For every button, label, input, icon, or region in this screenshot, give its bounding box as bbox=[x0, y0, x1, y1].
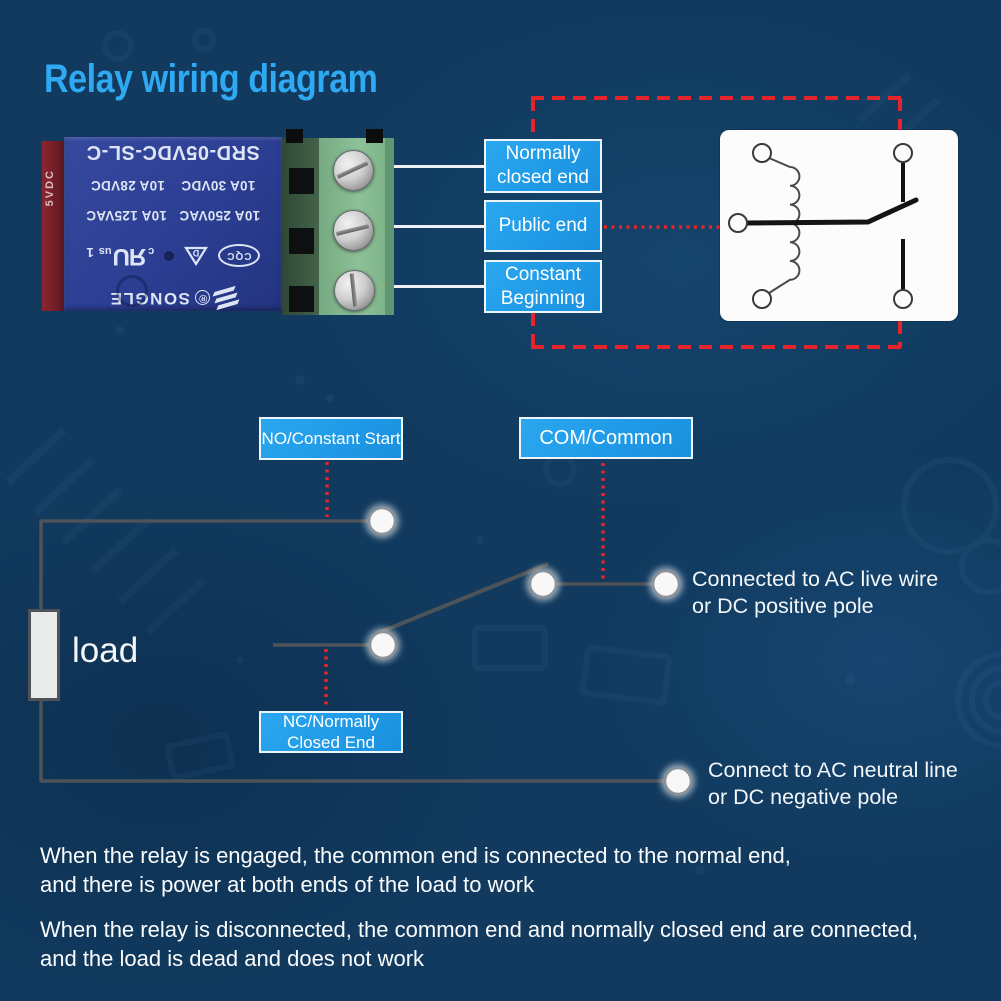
label-no-constant-start: NO/Constant Start bbox=[259, 417, 403, 460]
relay-model: SRD-05VDC-SL-C bbox=[86, 141, 260, 163]
page-title: Relay wiring diagram bbox=[44, 57, 378, 101]
nc-terminal-dot bbox=[368, 630, 398, 660]
label-nc-normally-closed: NC/Normally Closed End bbox=[259, 711, 403, 753]
connector-line-nc bbox=[394, 165, 484, 168]
relay-module: 5VDC ® SONGLE CQC D c bbox=[42, 129, 394, 315]
note-disconnected: When the relay is disconnected, the comm… bbox=[40, 917, 919, 971]
relay-pcb-strip: 5VDC bbox=[42, 141, 64, 311]
relay-cert-marks: CQC D c ЯU us 1 bbox=[86, 239, 260, 273]
live-terminal-dot bbox=[651, 569, 681, 599]
live-wire-annotation: Connected to AC live wire or DC positive… bbox=[692, 567, 939, 618]
pin-slot bbox=[289, 228, 314, 254]
com-pivot-dot bbox=[528, 569, 558, 599]
load-label: load bbox=[72, 631, 139, 670]
schematic-terminal bbox=[893, 289, 913, 309]
label-public-end: Public end bbox=[484, 200, 602, 252]
connector-line-no bbox=[394, 285, 484, 288]
red-dashed-frame bbox=[531, 96, 902, 349]
no-terminal-dot bbox=[367, 506, 397, 536]
relay-print-upside-down: ® SONGLE CQC D c ЯU us 1 bbox=[70, 140, 276, 311]
screw-terminal-com bbox=[333, 210, 374, 251]
switch-arm bbox=[377, 562, 549, 635]
pcb-side-text: 5VDC bbox=[44, 169, 56, 207]
relay-rating-ac: 10A 250VAC 10A 125VAC bbox=[85, 208, 261, 224]
terminal-block-edge bbox=[385, 138, 394, 315]
vde-triangle-icon: D bbox=[184, 246, 209, 266]
schematic-terminal bbox=[893, 143, 913, 163]
songle-stripes-icon bbox=[212, 285, 240, 311]
coil-symbol bbox=[768, 157, 801, 294]
cqc-mark-icon: CQC bbox=[218, 244, 260, 268]
terminal-block-tab bbox=[366, 129, 383, 143]
screw-terminal-no bbox=[334, 270, 375, 311]
relay-punch-mark bbox=[116, 275, 148, 307]
relay-body: ® SONGLE CQC D c ЯU us 1 bbox=[64, 137, 282, 311]
neutral-terminal-dot bbox=[663, 766, 693, 796]
terminal-slot-column bbox=[282, 138, 319, 315]
screw-terminal-nc bbox=[333, 150, 374, 191]
schematic-terminal bbox=[728, 213, 748, 233]
relay-schematic bbox=[728, 143, 919, 309]
connector-line-com bbox=[394, 225, 484, 228]
registered-mark-icon: ® bbox=[194, 290, 210, 306]
relay-schematic-box bbox=[720, 130, 958, 321]
label-com-common: COM/Common bbox=[519, 417, 693, 459]
schematic-terminal bbox=[752, 143, 772, 163]
relay-hole-dot bbox=[164, 250, 175, 261]
svg-text:D: D bbox=[193, 248, 200, 258]
relay-rating-dc: 10A 30VDC 10A 28VDC bbox=[90, 178, 256, 194]
red-dotted-leaders bbox=[324, 225, 722, 708]
load-resistor bbox=[28, 609, 60, 701]
label-constant-beginning: Constant Beginning bbox=[484, 260, 602, 313]
pin-slot bbox=[289, 286, 314, 312]
pin-slot bbox=[289, 168, 314, 194]
ul-mark-icon: c ЯU us 1 bbox=[86, 242, 155, 270]
schematic-switch-arm bbox=[744, 197, 919, 226]
neutral-wire-annotation: Connect to AC neutral line or DC negativ… bbox=[708, 758, 958, 809]
note-engaged: When the relay is engaged, the common en… bbox=[40, 843, 791, 897]
label-normally-closed-end: Normally closed end bbox=[484, 139, 602, 193]
terminal-dots bbox=[365, 504, 695, 798]
terminal-block-tab bbox=[286, 129, 303, 143]
schematic-terminal bbox=[752, 289, 772, 309]
